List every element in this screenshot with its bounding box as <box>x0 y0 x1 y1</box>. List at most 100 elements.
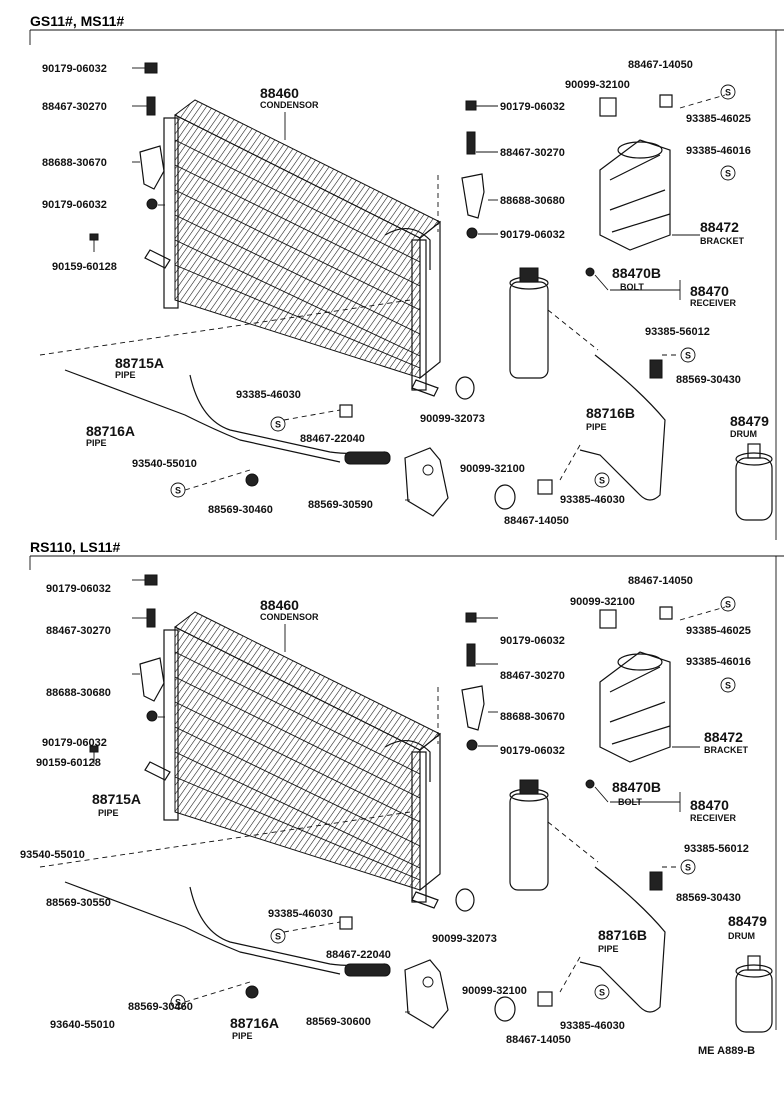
part-label: 88569-30460 <box>128 1001 193 1013</box>
part-name: PIPE <box>586 422 607 432</box>
section-1-artwork <box>39 62 773 521</box>
part-number: 88460 <box>260 597 299 613</box>
washer-symbol-glyph: S <box>725 681 731 691</box>
part-label: 93640-55010 <box>50 1019 115 1031</box>
washer-symbol-glyph: S <box>599 988 605 998</box>
part-number: 88472 <box>700 219 739 235</box>
part-label: 88569-30600 <box>306 1016 371 1028</box>
part-number: 88715A <box>92 791 141 807</box>
part-label: 93385-46030 <box>236 389 301 401</box>
part-name: PIPE <box>598 944 619 954</box>
part-label: 88569-30460 <box>208 504 273 516</box>
washer-symbol-glyph: S <box>725 169 731 179</box>
washer-glyphs: S S S S S S S S S S S S <box>175 88 731 1008</box>
figure-code: ME A889-B <box>698 1045 755 1057</box>
part-label: 93385-46030 <box>268 908 333 920</box>
part-name: PIPE <box>98 808 119 818</box>
part-label: 88467-30270 <box>500 147 565 159</box>
part-number: 88716A <box>86 423 135 439</box>
section-1-labels: GS11#, MS11# 90179-06032 88467-30270 886… <box>30 13 769 527</box>
part-number: 88470 <box>690 283 729 299</box>
part-label: 88688-30670 <box>42 157 107 169</box>
part-label: 93385-46030 <box>560 494 625 506</box>
washer-symbol-glyph: S <box>175 998 181 1008</box>
part-label: 88467-30270 <box>42 101 107 113</box>
part-number: 88479 <box>728 913 767 929</box>
washer-symbol-glyph: S <box>685 351 691 361</box>
part-label: 93385-46025 <box>686 625 751 637</box>
section-2-title: RS110, LS11# <box>30 539 121 555</box>
part-name: CONDENSOR <box>260 100 319 110</box>
part-label: 88467-30270 <box>46 625 111 637</box>
part-number: 88479 <box>730 413 769 429</box>
part-label: 93385-56012 <box>684 843 749 855</box>
part-label: 90179-06032 <box>46 583 111 595</box>
part-label: 90099-32073 <box>420 413 485 425</box>
part-number: 88470B <box>612 779 661 795</box>
part-number: 88470 <box>690 797 729 813</box>
part-label: 93385-46016 <box>686 145 751 157</box>
part-label: 88688-30680 <box>500 195 565 207</box>
part-label: 90099-32100 <box>460 463 525 475</box>
part-label: 88688-30670 <box>500 711 565 723</box>
washer-symbol-glyph: S <box>275 932 281 942</box>
part-number: 88716B <box>586 405 635 421</box>
part-number: 88460 <box>260 85 299 101</box>
part-label: 88467-30270 <box>500 670 565 682</box>
part-label: 90179-06032 <box>500 635 565 647</box>
section-1-frame <box>29 29 784 540</box>
part-label: 90179-06032 <box>42 199 107 211</box>
part-name: DRUM <box>728 931 755 941</box>
section-1-title: GS11#, MS11# <box>30 13 124 29</box>
part-label: 90179-06032 <box>500 745 565 757</box>
part-name: BRACKET <box>704 745 749 755</box>
part-name: BOLT <box>618 797 642 807</box>
part-label: 90179-06032 <box>42 63 107 75</box>
part-label: 88467-22040 <box>326 949 391 961</box>
part-label: 88467-14050 <box>504 515 569 527</box>
part-label: 90159-60128 <box>36 757 101 769</box>
part-label: 93540-55010 <box>20 849 85 861</box>
part-label: 90179-06032 <box>500 229 565 241</box>
part-label: 88688-30680 <box>46 687 111 699</box>
part-number: 88716B <box>598 927 647 943</box>
part-label: 90179-06032 <box>500 101 565 113</box>
part-number: 88470B <box>612 265 661 281</box>
section-2-artwork <box>39 574 773 1033</box>
washer-symbol-glyph: S <box>599 476 605 486</box>
part-label: 90099-32100 <box>570 596 635 608</box>
part-label: 88569-30590 <box>308 499 373 511</box>
washer-symbol-glyph: S <box>175 486 181 496</box>
part-label: 88467-14050 <box>628 59 693 71</box>
part-label: 93385-56012 <box>645 326 710 338</box>
part-label: 88569-30430 <box>676 374 741 386</box>
washer-symbol-glyph: S <box>725 88 731 98</box>
part-name: RECEIVER <box>690 813 737 823</box>
part-label: 90099-32073 <box>432 933 497 945</box>
part-label: 93385-46025 <box>686 113 751 125</box>
part-name: RECEIVER <box>690 298 737 308</box>
washer-symbol-glyph: S <box>725 600 731 610</box>
part-label: 88569-30430 <box>676 892 741 904</box>
part-number: 88715A <box>115 355 164 371</box>
part-name: PIPE <box>86 438 107 448</box>
part-label: 90099-32100 <box>462 985 527 997</box>
part-label: 90179-06032 <box>42 737 107 749</box>
part-number: 88472 <box>704 729 743 745</box>
part-name: BOLT <box>620 282 644 292</box>
part-label: 93385-46030 <box>560 1020 625 1032</box>
part-label: 90159-60128 <box>52 261 117 273</box>
section-2-frame <box>29 555 784 1030</box>
section-2-labels: RS110, LS11# 90179-06032 88467-30270 886… <box>20 539 767 1046</box>
washer-symbol-glyph: S <box>685 863 691 873</box>
washer-symbol-glyph: S <box>275 420 281 430</box>
part-number: 88716A <box>230 1015 279 1031</box>
part-name: PIPE <box>115 370 136 380</box>
part-label: 90099-32100 <box>565 79 630 91</box>
part-label: 93540-55010 <box>132 458 197 470</box>
part-name: BRACKET <box>700 236 745 246</box>
part-label: 88467-22040 <box>300 433 365 445</box>
part-name: DRUM <box>730 429 757 439</box>
part-name: PIPE <box>232 1031 253 1041</box>
